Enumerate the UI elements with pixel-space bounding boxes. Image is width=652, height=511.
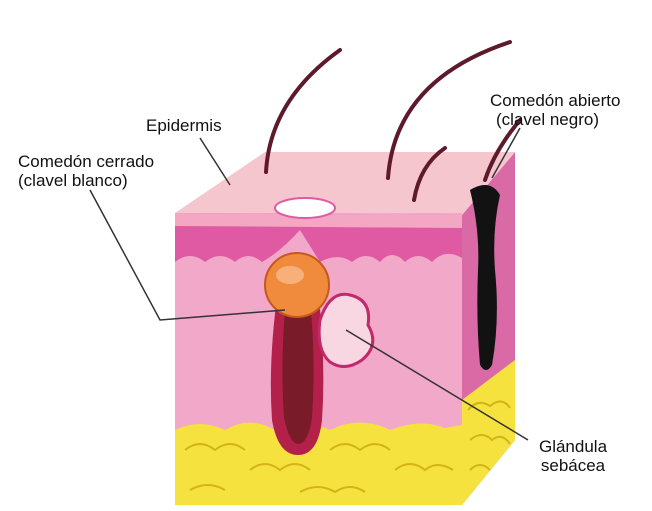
closed-comedone-bulb [265,253,329,317]
label-open-comedone-line1: Comedón abierto [490,91,620,110]
label-closed-comedone-line2: (clavel blanco) [18,171,154,190]
label-epidermis: Epidermis [146,116,222,135]
label-sebaceous-gland: Glándula sebácea [528,437,618,475]
label-closed-comedone-line1: Comedón cerrado [18,152,154,171]
label-sebaceous-gland-line2: sebácea [528,456,618,475]
closed-comedone-highlight [276,266,304,284]
closed-comedone-cap [275,198,335,218]
label-closed-comedone: Comedón cerrado (clavel blanco) [18,152,154,190]
epidermis-top-face [175,152,515,215]
leader-epidermis [200,138,230,185]
closed-follicle-inner [282,300,313,444]
label-open-comedone-line2: (clavel negro) [490,110,620,129]
label-sebaceous-gland-line1: Glándula [528,437,618,456]
label-open-comedone: Comedón abierto (clavel negro) [490,91,620,129]
